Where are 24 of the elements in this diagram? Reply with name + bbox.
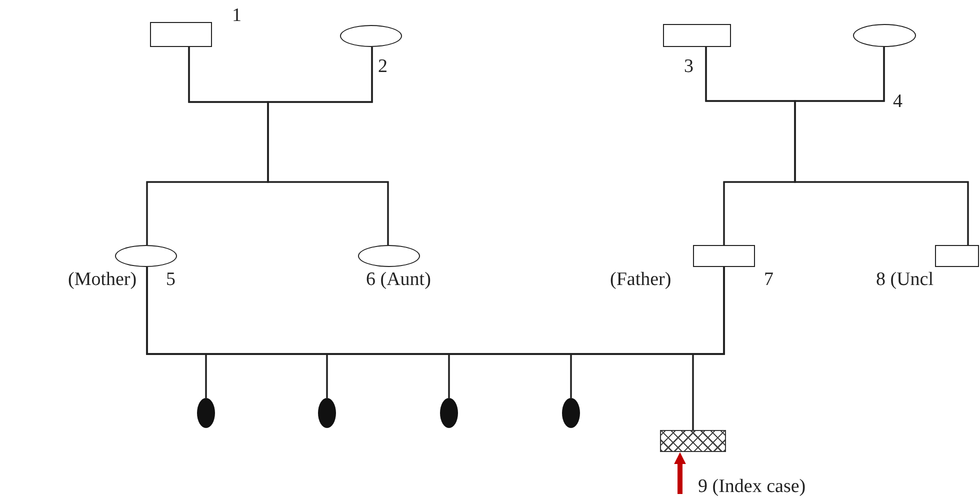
individual-label: 4: [893, 92, 902, 113]
individual-label: 1: [232, 6, 242, 27]
male-square: [663, 24, 731, 47]
male-square: [693, 245, 755, 267]
individual-label: 7: [764, 270, 774, 291]
male-square: [935, 245, 979, 267]
pedigree-line: [794, 47, 969, 245]
individual-label: (Mother): [68, 270, 137, 291]
affected-male-square: [660, 430, 726, 452]
individual-label: 3: [684, 57, 694, 78]
miscarriage-dot: [440, 398, 458, 428]
male-square: [150, 22, 212, 47]
miscarriage-dot: [562, 398, 580, 428]
pedigree-line: [692, 267, 725, 430]
individual-label: 8 (Uncl: [876, 270, 934, 291]
miscarriage-dot: [197, 398, 215, 428]
individual-label: 5: [166, 270, 176, 291]
individual-label: 6 (Aunt): [366, 270, 431, 291]
individual-label: 9 (Index case): [698, 477, 806, 498]
individual-label: (Father): [610, 270, 672, 291]
miscarriage-dot: [318, 398, 336, 428]
pedigree-line: [267, 47, 389, 245]
proband-arrow: [674, 452, 686, 494]
individual-label: 2: [378, 57, 388, 78]
